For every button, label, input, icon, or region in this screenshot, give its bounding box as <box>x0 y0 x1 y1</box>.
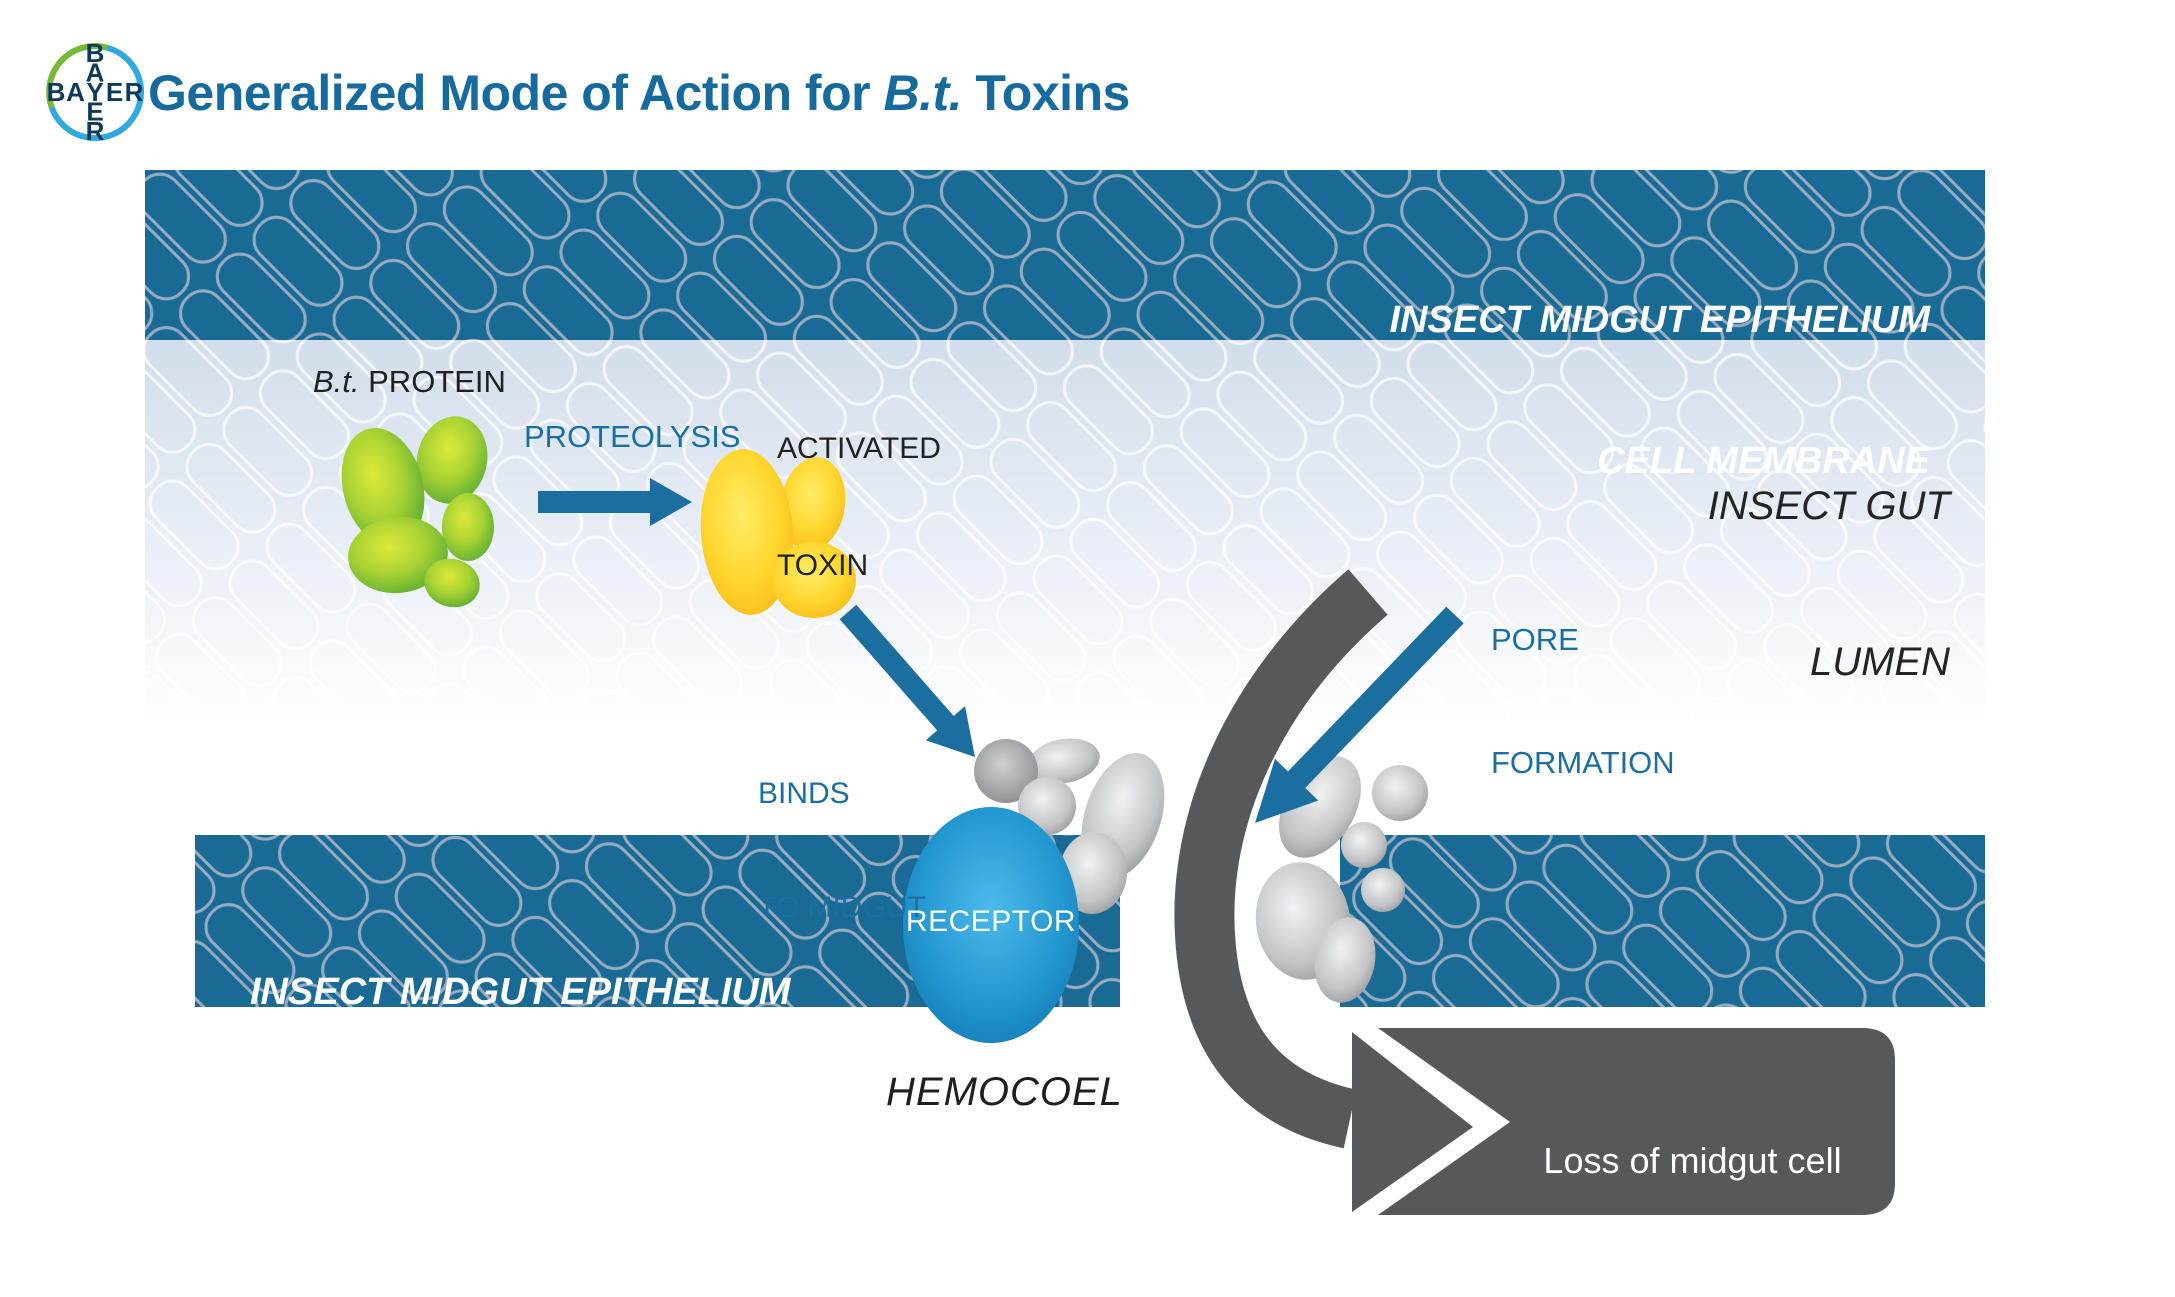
logo-letter: A <box>66 77 85 107</box>
page-title: Generalized Mode of Action for B.t. Toxi… <box>148 64 1130 122</box>
pore-formation-line2: FORMATION <box>1491 745 1675 780</box>
activated-toxin-molecule <box>700 449 856 618</box>
bayer-logo-blue-arc <box>48 44 145 142</box>
title-prefix: Generalized Mode of Action for <box>148 65 884 121</box>
title-suffix: Toxins <box>962 65 1130 121</box>
bt-protein-emphasis: B.t. <box>313 364 360 399</box>
outcome-box-text: Loss of midgut cell membrane integrity =… <box>1515 1048 1870 1297</box>
proteolysis-arrow <box>538 478 692 526</box>
activated-toxin-line2: TOXIN <box>777 549 869 582</box>
membrane-top-line1: INSECT MIDGUT EPITHELIUM <box>1389 299 1930 341</box>
receptor-shape <box>903 807 1079 1043</box>
pore-formation-line1: PORE <box>1491 622 1579 657</box>
title-bt-emphasis: B.t. <box>883 65 963 121</box>
membrane-top-label: INSECT MIDGUT EPITHELIUM CELL MEMBRANE <box>1390 203 1930 532</box>
binds-line2: TO MIDGUT <box>758 891 926 924</box>
membrane-bottom-label: INSECT MIDGUT EPITHELIUM CELL MEMBRANE <box>250 875 790 1204</box>
bt-protein-rest: PROTEIN <box>359 364 506 399</box>
gut-lumen-line1: INSECT GUT <box>1707 484 1950 528</box>
activated-toxin-label: ACTIVATED TOXIN <box>777 351 941 624</box>
membrane-top-line2: CELL MEMBRANE <box>1597 440 1930 482</box>
binds-arrow <box>839 604 975 757</box>
hemocoel-label: HEMOCOEL <box>886 1070 1123 1114</box>
logo-letter: E <box>106 77 123 107</box>
gut-lumen-line2: LUMEN <box>1809 640 1950 684</box>
swoosh-arrow <box>1174 569 1473 1212</box>
gut-lumen-label: INSECT GUT LUMEN <box>1708 376 1950 740</box>
bayer-logo-green-arc <box>46 43 108 109</box>
logo-letter: R <box>125 77 144 107</box>
binds-to-midgut-label: BINDS TO MIDGUT <box>758 699 926 965</box>
outcome-box <box>1378 1028 1895 1215</box>
pore-formation-arrow <box>1255 606 1464 823</box>
bt-protein-label: B.t. PROTEIN <box>313 364 506 400</box>
logo-letter: Y <box>86 77 103 107</box>
logo-letter: A <box>86 58 105 88</box>
logo-letter: R <box>86 116 105 146</box>
activated-toxin-line1: ACTIVATED <box>777 432 941 465</box>
membrane-bottom-line1: INSECT MIDGUT EPITHELIUM <box>250 971 791 1013</box>
membrane-bottom-line2: CELL MEMBRANE <box>250 1112 583 1154</box>
pore-formation-label: PORE FORMATION <box>1491 537 1675 824</box>
binds-line1: BINDS <box>758 777 850 810</box>
receptor-label: RECEPTOR <box>905 905 1077 938</box>
membrane-band-top <box>145 170 1985 340</box>
logo-letter: B <box>47 77 66 107</box>
logo-letter: E <box>86 97 103 127</box>
bt-protein-molecule <box>341 416 494 608</box>
outcome-line1: Loss of midgut cell <box>1543 1140 1842 1181</box>
proteolysis-label: PROTEOLYSIS <box>524 419 741 454</box>
bayer-logo: B A Y E R B A E R <box>46 38 145 146</box>
outcome-line2: membrane integrity <box>1538 1275 1847 1297</box>
logo-letter: B <box>86 38 105 68</box>
bound-toxin-gray-cluster <box>974 738 1165 914</box>
